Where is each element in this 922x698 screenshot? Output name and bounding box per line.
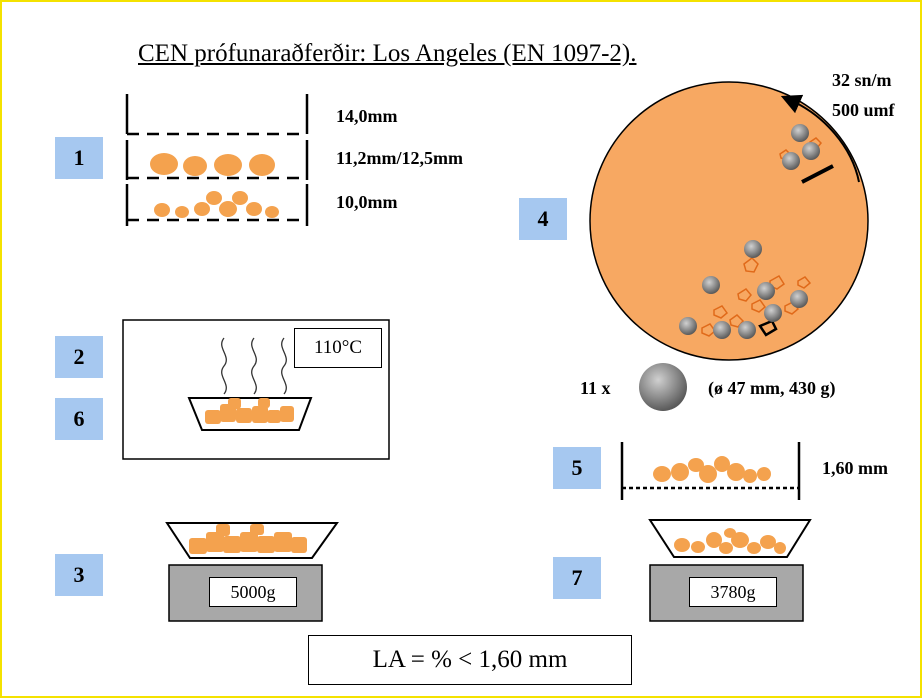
- final-sieve-label: 1,60 mm: [822, 458, 888, 478]
- sieve-final: [620, 442, 801, 500]
- sieve-label-bottom: 10,0mm: [336, 192, 398, 212]
- scale-right-reading: 3780g: [689, 577, 777, 607]
- sieve-aggregate-coarse: [150, 153, 275, 176]
- drum-speed-label: 32 sn/m: [832, 70, 892, 90]
- ball-count-label: 11 x: [580, 378, 611, 398]
- oven-bowl: [187, 397, 313, 431]
- step-6-badge: 6: [55, 398, 103, 440]
- ball-spec-label: (ø 47 mm, 430 g): [708, 378, 836, 398]
- sieve-aggregate-fine: [154, 191, 279, 218]
- sieve-stack: [125, 94, 309, 226]
- steam-lines: [221, 337, 287, 395]
- steel-balls: [679, 124, 820, 339]
- step-3-badge: 3: [55, 554, 103, 596]
- sieve-label-middle: 11,2mm/12,5mm: [336, 148, 463, 168]
- step-2-badge: 2: [55, 336, 103, 378]
- step-5-badge: 5: [553, 447, 601, 489]
- step-1-badge: 1: [55, 137, 103, 179]
- steel-ball-sample: [639, 363, 687, 411]
- step-7-badge: 7: [553, 557, 601, 599]
- step-4-badge: 4: [519, 198, 567, 240]
- oven-temperature: 110°C: [294, 328, 382, 368]
- la-formula: LA = % < 1,60 mm: [308, 635, 632, 685]
- scale-left-reading: 5000g: [209, 577, 297, 607]
- los-angeles-drum: [589, 81, 869, 361]
- drum-revolutions-label: 500 umf: [832, 100, 895, 120]
- diagram-title: CEN prófunaraðferðir: Los Angeles (EN 10…: [138, 40, 637, 67]
- sieve-label-top: 14,0mm: [336, 106, 398, 126]
- rotation-arrow: [780, 94, 860, 183]
